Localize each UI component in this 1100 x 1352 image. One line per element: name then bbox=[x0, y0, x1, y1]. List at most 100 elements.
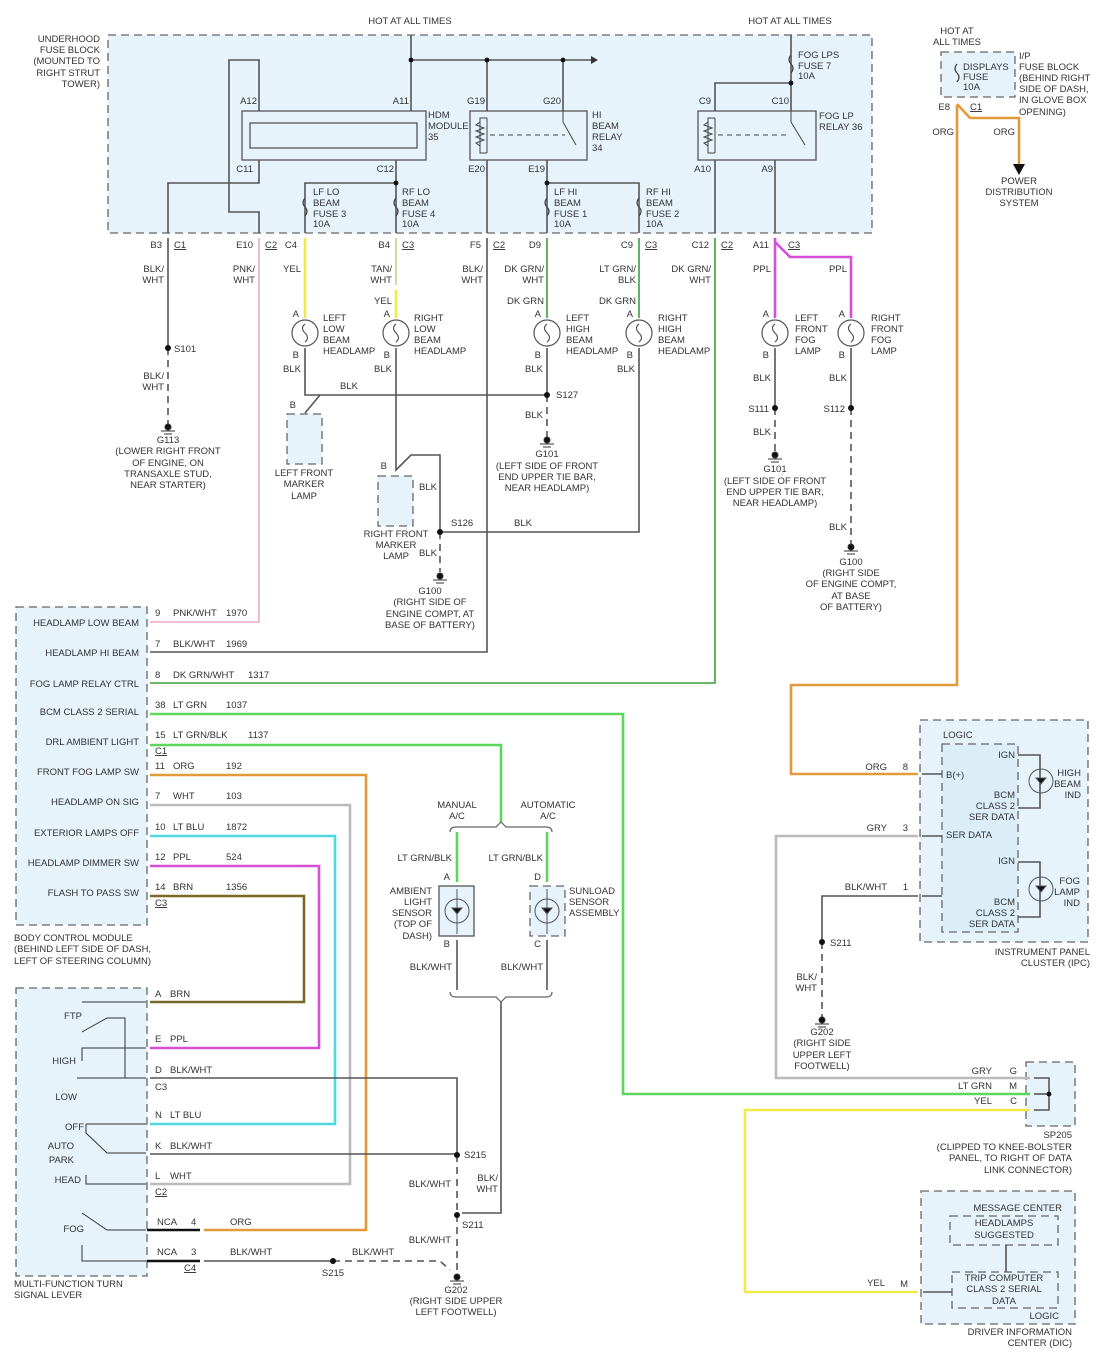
hot-label-3a: HOT AT bbox=[940, 26, 974, 37]
diagram-label: (BEHIND LEFT SIDE OF DASH, bbox=[14, 944, 151, 955]
diagram-label: G19 bbox=[467, 96, 485, 107]
diagram-label: LOW bbox=[55, 1092, 77, 1103]
diagram-label: HEADLAMP bbox=[566, 346, 618, 357]
diagram-label: A/C bbox=[540, 811, 556, 822]
diagram-label: A/C bbox=[449, 811, 465, 822]
diagram-label: FLASH TO PASS SW bbox=[48, 888, 139, 899]
diagram-label: S112 bbox=[824, 404, 845, 415]
diagram-label: S101 bbox=[174, 344, 196, 355]
diagram-label: WHT bbox=[173, 791, 195, 802]
diagram-label: 35 bbox=[428, 132, 439, 143]
output-connector-labels: B3 C1 E10 C2 C4 B4 C3 F5 C2 D9 C9 C3 C12… bbox=[150, 240, 800, 251]
diagram-label: C1 bbox=[155, 746, 167, 757]
diagram-label: BEAM bbox=[658, 335, 685, 346]
diagram-label: PPL bbox=[829, 264, 847, 275]
diagram-label: 10A bbox=[646, 219, 664, 230]
diagram-label: LEFT bbox=[323, 313, 346, 324]
diagram-label: PPL bbox=[173, 852, 191, 863]
diagram-label: BLK bbox=[340, 381, 359, 392]
diagram-label: HEADLAMPS bbox=[975, 1218, 1034, 1229]
diagram-label: DK GRN/WHT bbox=[173, 670, 234, 681]
diagram-label: 10A bbox=[554, 219, 572, 230]
ground-icon bbox=[433, 572, 447, 584]
diagram-label: HIGH bbox=[1057, 768, 1081, 779]
diagram-label: LT BLU bbox=[173, 822, 204, 833]
bulb-icon bbox=[625, 319, 653, 347]
diagram-label: LOW bbox=[323, 324, 345, 335]
diagram-label: E10 bbox=[236, 240, 253, 251]
ground-icon bbox=[815, 1016, 829, 1028]
diagram-label: (LEFT SIDE OF FRONT bbox=[724, 476, 826, 487]
diagram-label: DATA bbox=[992, 1296, 1017, 1307]
diagram-label: IGN bbox=[998, 750, 1015, 761]
diagram-label: C2 bbox=[721, 240, 733, 251]
diagram-label: 8 bbox=[903, 762, 908, 773]
diagram-label: FUSE 4 bbox=[402, 209, 435, 220]
hdm-module-inner bbox=[249, 122, 418, 149]
diagram-label: RF HI bbox=[646, 187, 671, 198]
diagram-label: B4 bbox=[378, 240, 390, 251]
diagram-label: SER DATA bbox=[969, 812, 1016, 823]
diagram-label: AT BASE bbox=[831, 591, 870, 602]
diagram-label: CLASS 2 bbox=[976, 801, 1015, 812]
diagram-label: FOG LAMP RELAY CTRL bbox=[30, 679, 139, 690]
diagram-label: LEFT FRONT bbox=[275, 468, 334, 479]
diagram-label: 38 bbox=[155, 700, 166, 711]
diagram-label: WHT bbox=[142, 382, 164, 393]
diagram-label: A9 bbox=[761, 164, 773, 175]
diagram-label: PPL bbox=[170, 1034, 188, 1045]
diagram-label: M bbox=[1009, 1081, 1017, 1092]
diagram-label: 15 bbox=[155, 730, 166, 741]
diagram-label: B bbox=[290, 400, 296, 411]
diagram-label: A bbox=[384, 309, 391, 320]
diagram-label: NEAR STARTER) bbox=[130, 480, 206, 491]
diagram-label: A bbox=[293, 309, 300, 320]
diagram-label: RIGHT bbox=[871, 313, 901, 324]
diagram-label: 10A bbox=[798, 71, 816, 82]
diagram-label: BLK bbox=[617, 364, 636, 375]
diagram-label: LF HI bbox=[554, 187, 577, 198]
fuse-icon bbox=[302, 54, 960, 217]
diagram-label: BLK/WHT bbox=[501, 962, 543, 973]
diagram-label: LAMP bbox=[291, 491, 317, 502]
diagram-label: SUNLOAD bbox=[569, 886, 615, 897]
diagram-label: B bbox=[444, 939, 450, 950]
s215-low-dot bbox=[330, 1258, 336, 1264]
diagram-label: G100 bbox=[418, 586, 441, 597]
diagram-label: RIGHT bbox=[658, 313, 688, 324]
diagram-label: G20 bbox=[543, 96, 561, 107]
diagram-label: MODULE bbox=[428, 121, 469, 132]
hot-label-3b: ALL TIMES bbox=[933, 37, 981, 48]
diagram-label: HEADLAMP DIMMER SW bbox=[28, 858, 139, 869]
diagram-label: FOG LPS bbox=[798, 50, 839, 61]
diagram-label: (TOP OF bbox=[394, 919, 432, 930]
diagram-label: DK GRN bbox=[507, 296, 544, 307]
diagram-label: WHT bbox=[476, 1184, 498, 1195]
diagram-label: 3 bbox=[903, 823, 908, 834]
diagram-label: FOOTWELL) bbox=[794, 1061, 849, 1072]
diagram-label: ORG bbox=[230, 1217, 252, 1228]
diagram-label: LIGHT bbox=[404, 897, 432, 908]
diagram-label: OF BATTERY) bbox=[820, 602, 882, 613]
diagram-label: YEL bbox=[374, 296, 392, 307]
diagram-label: B bbox=[381, 461, 387, 472]
diagram-label: WHT bbox=[142, 275, 164, 286]
diagram-label: I/P bbox=[1019, 51, 1031, 62]
diagram-label: NCA bbox=[157, 1217, 178, 1228]
s127-dot bbox=[544, 392, 550, 398]
diagram-label: BCM CLASS 2 SERIAL bbox=[40, 707, 139, 718]
diagram-label: RELAY 36 bbox=[819, 122, 862, 133]
diagram-label: HDM bbox=[428, 110, 450, 121]
diagram-label: BLK/ bbox=[477, 1173, 498, 1184]
diagram-label: C bbox=[534, 939, 541, 950]
diagram-label: 1356 bbox=[226, 882, 247, 893]
diagram-label: C3 bbox=[155, 1082, 167, 1093]
diagram-label: S127 bbox=[556, 390, 578, 401]
diagram-label: 103 bbox=[226, 791, 242, 802]
diagram-label: HEADLAMP bbox=[658, 346, 710, 357]
s111-dot bbox=[772, 405, 778, 411]
diagram-label: END UPPER TIE BAR, bbox=[726, 487, 824, 498]
diagram-label: 192 bbox=[226, 761, 242, 772]
diagram-label: 10A bbox=[963, 82, 981, 93]
